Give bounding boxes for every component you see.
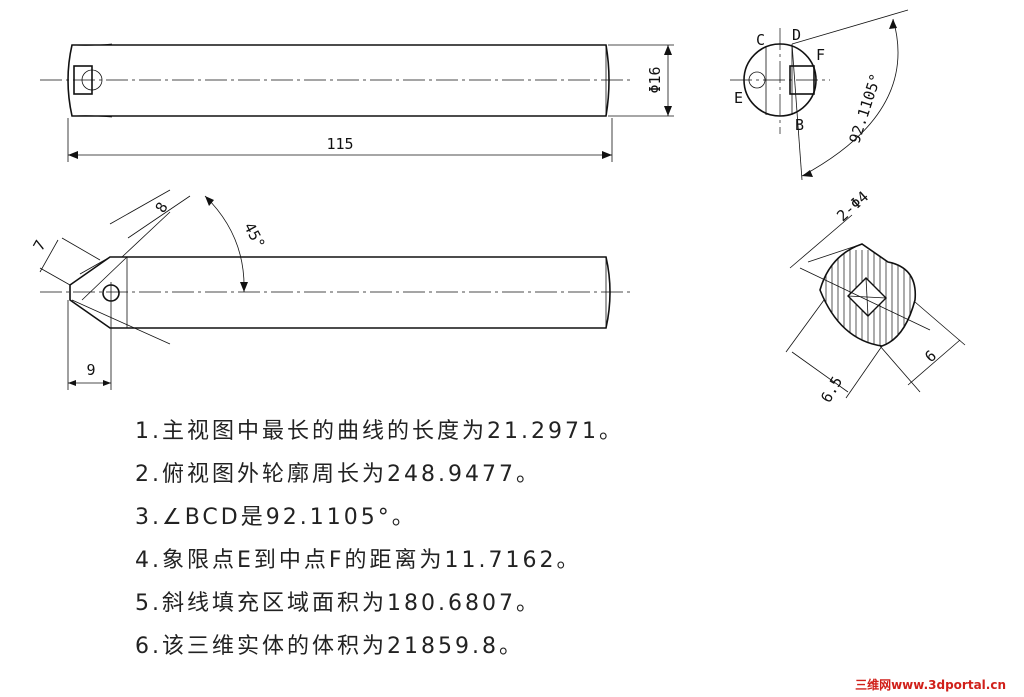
- dia16-label: Φ16: [646, 66, 664, 93]
- dim6-5-label: 6.5: [817, 373, 846, 405]
- front-view-shaft-outline: [67, 44, 610, 117]
- note-item: 5.斜线填充区域面积为180.6807。: [135, 591, 541, 616]
- note-item: 1.主视图中最长的曲线的长度为21.2971。: [135, 419, 624, 444]
- point-d-label: D: [792, 26, 801, 44]
- point-f-label: F: [816, 46, 825, 64]
- holes-2-phi4-label: 2-Φ4: [833, 188, 872, 226]
- note-item: 4.象限点E到中点F的距离为11.7162。: [135, 548, 582, 573]
- section-view: 2-Φ4 6 6.5: [785, 188, 966, 406]
- note-item: 3.∠BCD是92.1105°。: [135, 505, 417, 530]
- angle-bcd-arc: [801, 18, 899, 177]
- note-item: 6.该三维实体的体积为21859.8。: [135, 634, 524, 659]
- point-c-label: C: [756, 31, 765, 49]
- point-b-label: B: [795, 116, 804, 134]
- end-view: 92.1105° C D F E B: [730, 9, 909, 181]
- section-outline: [819, 243, 917, 347]
- notes-list: 1.主视图中最长的曲线的长度为21.2971。 2.俯视图外轮廓周长为248.9…: [135, 418, 624, 676]
- angled-view: 9 7 8 45°: [30, 189, 632, 390]
- end-view-circle: [743, 43, 817, 117]
- angle45-arc: [204, 195, 245, 293]
- note-item: 2.俯视图外轮廓周长为248.9477。: [135, 462, 541, 487]
- dim7-label: 7: [30, 237, 50, 254]
- point-e-label: E: [734, 89, 743, 107]
- angled-view-shaft-outline: [69, 256, 611, 329]
- watermark: 三维网www.3dportal.cn: [855, 678, 1006, 692]
- dim9-label: 9: [86, 361, 95, 379]
- dim6-label: 6: [921, 347, 940, 366]
- angle-bcd-label: 92.1105°: [846, 71, 885, 145]
- angle45-label: 45°: [240, 219, 269, 251]
- length115-label: 115: [326, 135, 353, 153]
- front-view-slot: [73, 65, 93, 95]
- front-view: Φ16 115: [40, 43, 674, 162]
